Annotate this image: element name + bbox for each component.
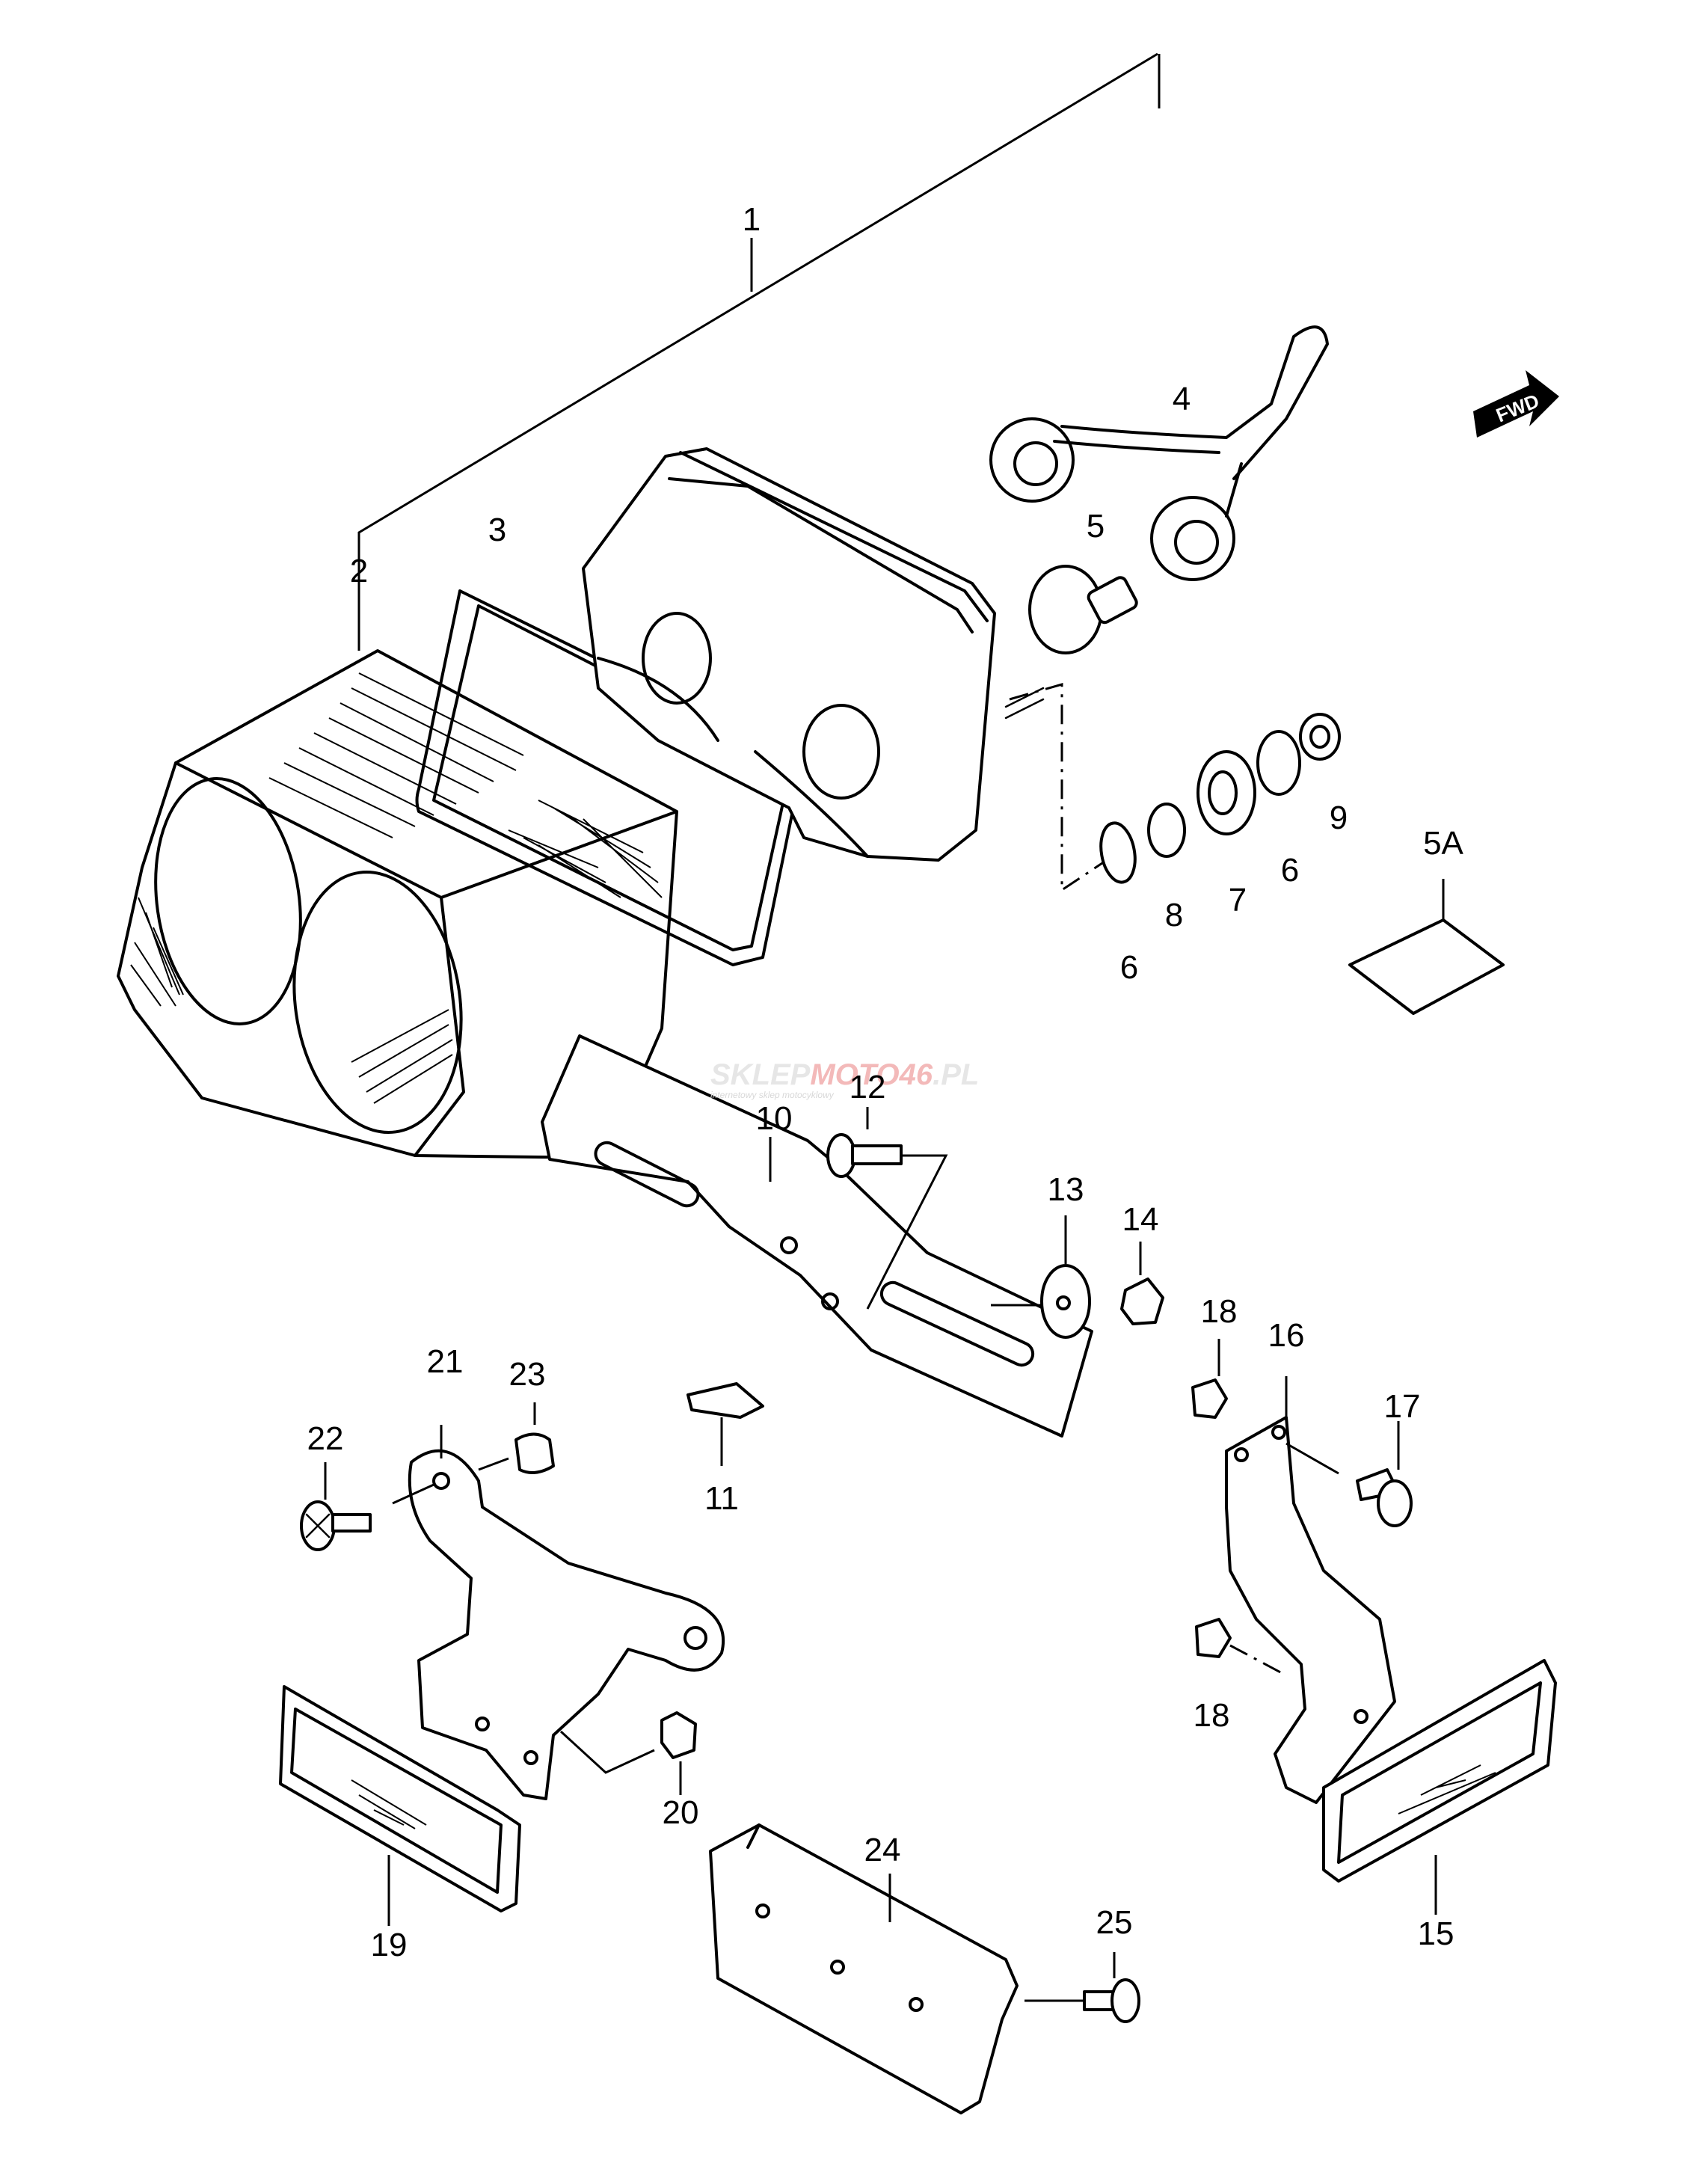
callout-18-bottom: 18 (1194, 1697, 1230, 1734)
callout-4: 4 (1173, 381, 1191, 417)
callout-19: 19 (371, 1927, 408, 1963)
callout-20: 20 (663, 1794, 699, 1831)
watermark-suffix: .PL (933, 1058, 979, 1091)
left-turn-signal (279, 1685, 521, 1926)
callout-16: 16 (1268, 1317, 1305, 1354)
callout-8: 8 (1165, 897, 1183, 933)
callout-1: 1 (743, 201, 761, 238)
callout-3: 3 (488, 512, 506, 548)
reflector (709, 1823, 1019, 2114)
mounting-hardware (1009, 683, 1341, 892)
callout-5a: 5A (1423, 825, 1463, 862)
callout-18-top: 18 (1201, 1293, 1238, 1330)
tail-light-housing (582, 447, 1045, 862)
callout-14: 14 (1122, 1201, 1159, 1238)
callout-6-left: 6 (1120, 949, 1138, 986)
callout-11: 11 (704, 1480, 739, 1517)
license-bulb (686, 1382, 764, 1466)
right-turn-signal (1322, 1659, 1557, 1915)
watermark-brand: SKLEPMOTO46.PL (710, 1058, 979, 1091)
callout-9: 9 (1330, 800, 1348, 836)
tail-lens (117, 649, 678, 1159)
callout-6-right: 6 (1281, 852, 1299, 889)
bulb-socket-harness (989, 325, 1329, 581)
label-plate (1348, 879, 1505, 1015)
screw-12 (826, 1107, 948, 1310)
callout-5: 5 (1087, 508, 1105, 544)
callout-10: 10 (756, 1100, 793, 1137)
callout-21: 21 (427, 1343, 464, 1380)
left-signal-bracket (300, 1402, 725, 1800)
callout-7: 7 (1229, 882, 1247, 918)
callout-22: 22 (307, 1420, 344, 1457)
callout-13: 13 (1048, 1171, 1084, 1208)
watermark-accent: MOTO46 (810, 1058, 933, 1091)
screw-25 (1025, 1952, 1140, 2023)
tail-bulb (1028, 565, 1138, 654)
assembly-bracket-1 (357, 52, 1161, 651)
watermark-prefix: SKLEP (710, 1058, 811, 1091)
watermark: SKLEPMOTO46.PL internetowy sklep motocyk… (710, 1058, 979, 1100)
callout-25: 25 (1096, 1904, 1133, 1941)
callout-17: 17 (1384, 1388, 1421, 1425)
washer-nut-13-14 (991, 1215, 1164, 1339)
forward-direction-badge: FWD (1473, 370, 1559, 438)
callout-12: 12 (850, 1069, 886, 1105)
nut-20 (559, 1711, 697, 1795)
callout-23: 23 (509, 1356, 546, 1393)
watermark-tagline: internetowy sklep motocyklowy (710, 1090, 835, 1100)
callout-labels: 1 2 3 4 5 5A 6 6 7 8 9 10 11 12 13 14 15… (307, 201, 1464, 1963)
callout-2: 2 (350, 553, 368, 589)
callout-15: 15 (1418, 1915, 1454, 1952)
right-signal-bracket (1191, 1339, 1413, 1804)
callout-24: 24 (864, 1832, 901, 1868)
